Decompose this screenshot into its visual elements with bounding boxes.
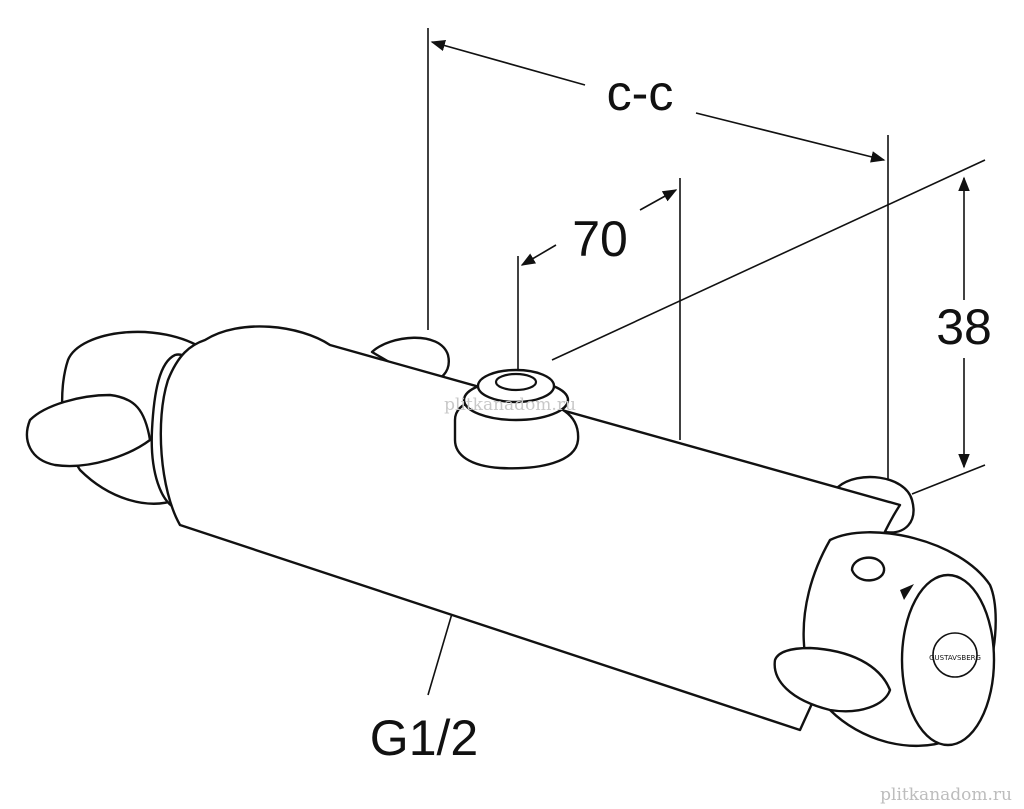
watermark-corner: plitkanadom.ru xyxy=(880,785,1012,805)
seventy-arrow-right xyxy=(639,189,678,211)
seventy-arrow-left xyxy=(520,244,557,266)
height-top-extension xyxy=(551,159,986,361)
left-lever-icon xyxy=(25,393,152,468)
outlet-hole xyxy=(494,372,538,392)
knob-brand-label: GUSTAVSBERG xyxy=(929,654,981,662)
watermark-center: plitkanadom.ru xyxy=(444,395,576,415)
cc-arrow-left xyxy=(430,39,586,86)
brand-logo-icon xyxy=(932,632,978,678)
seventy-dimension-label: 70 xyxy=(572,211,628,267)
height-bottom-extension xyxy=(911,464,986,495)
knob-face xyxy=(900,573,996,747)
height-dimension-label: 38 xyxy=(936,299,992,355)
cc-dimension-label: c-c xyxy=(607,65,674,121)
thread-dimension-label: G1/2 xyxy=(370,710,478,766)
safety-button[interactable] xyxy=(850,556,886,582)
rotate-arrow-icon xyxy=(900,584,914,600)
mixer-illustration: GUSTAVSBERG xyxy=(25,325,997,748)
right-lever-icon xyxy=(773,646,892,713)
cc-arrow-right xyxy=(695,112,886,163)
